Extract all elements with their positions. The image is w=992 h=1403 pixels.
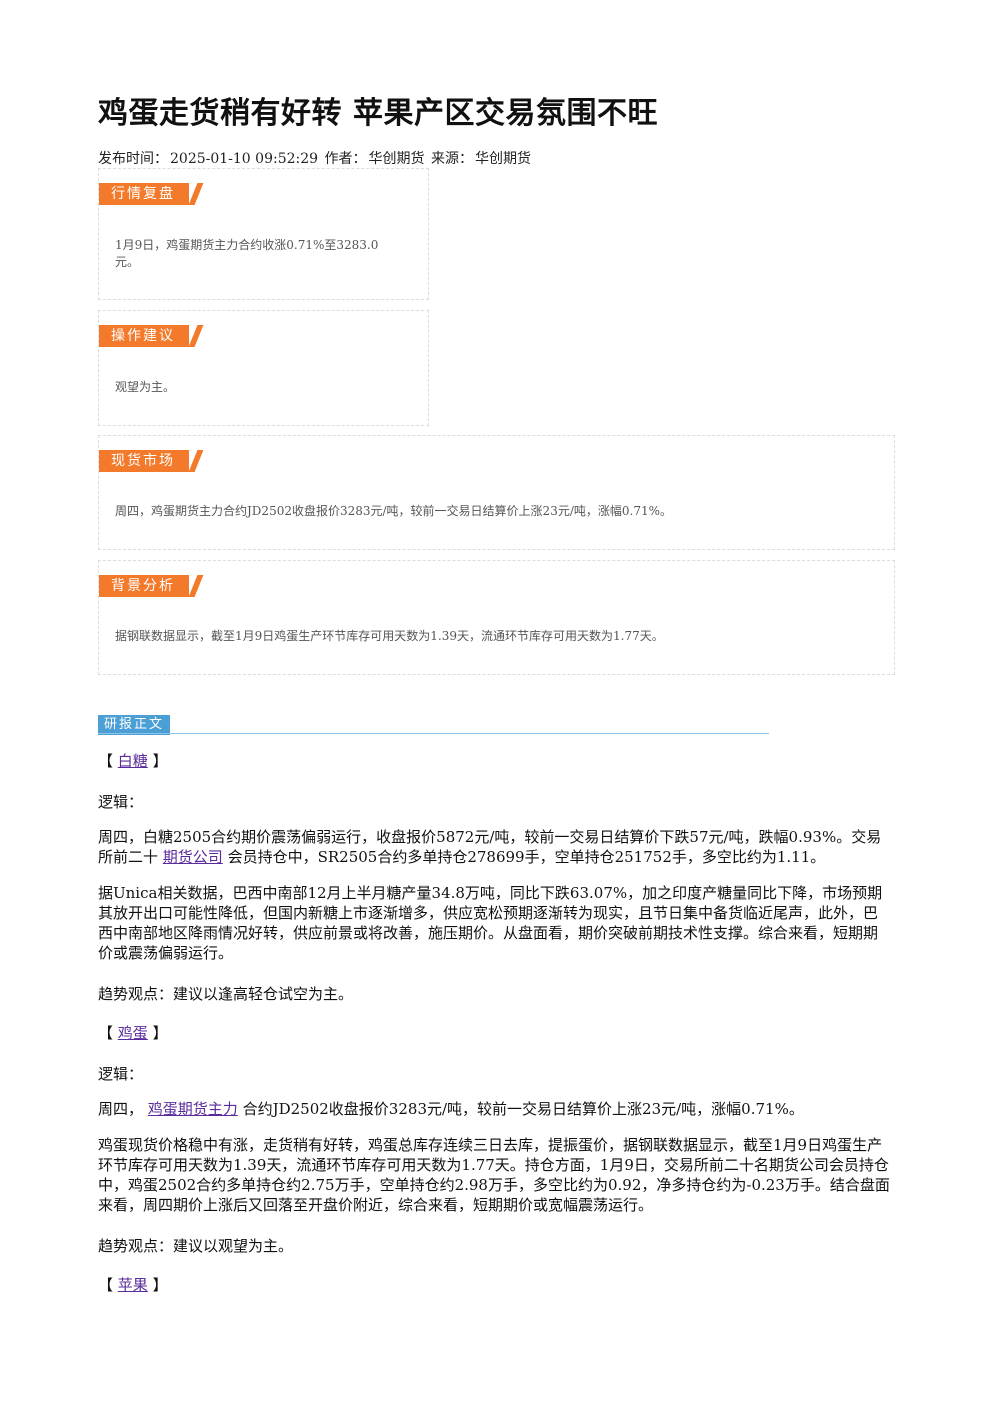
author: 华创期货 (368, 151, 425, 167)
source-label: 来源： (430, 151, 473, 167)
meta-line: 发布时间：2025-01-10 09:52:29 作者：华创期货 来源：华创期货 (98, 148, 533, 168)
apple-link[interactable]: 苹果 (117, 1276, 148, 1294)
sugar-trend: 趋势观点：建议以逢高轻仓试空为主。 (98, 985, 354, 1003)
background-card: 背景分析 据钢联数据显示，截至1月9日鸡蛋生产环节库存可用天数为1.39天，流通… (98, 560, 895, 675)
market-review-card: 行情复盘 1月9日，鸡蛋期货主力合约收涨0.71%至3283.0元。 (98, 168, 429, 300)
operation-text: 观望为主。 (115, 380, 176, 394)
spot-text: 周四，鸡蛋期货主力合约JD2502收盘报价3283元/吨，较前一交易日结算价上涨… (115, 504, 672, 518)
egg-trend: 趋势观点：建议以观望为主。 (98, 1237, 294, 1255)
market-review-label: 行情复盘 (99, 183, 189, 205)
background-label: 背景分析 (99, 575, 189, 597)
apple-heading: 【 苹果 】 (98, 1276, 168, 1294)
author-label: 作者： (324, 151, 367, 167)
sugar-paragraph-2: 据Unica相关数据，巴西中南部12月上半月糖产量34.8万吨，同比下跌63.0… (98, 884, 883, 962)
egg-heading: 【 鸡蛋 】 (98, 1024, 168, 1042)
publish-time: 2025-01-10 09:52:29 (170, 151, 319, 167)
spot-label: 现货市场 (99, 450, 189, 472)
operation-label: 操作建议 (99, 325, 189, 347)
sugar-logic-label: 逻辑： (98, 793, 144, 811)
operation-card: 操作建议 观望为主。 (98, 310, 429, 426)
source: 华创期货 (474, 151, 531, 167)
egg-futures-main-link[interactable]: 鸡蛋期货主力 (147, 1100, 238, 1118)
spot-card: 现货市场 周四，鸡蛋期货主力合约JD2502收盘报价3283元/吨，较前一交易日… (98, 435, 895, 550)
sugar-heading: 【 白糖 】 (98, 752, 168, 770)
market-review-text: 1月9日，鸡蛋期货主力合约收涨0.71%至3283.0元。 (115, 238, 379, 269)
egg-paragraph-2: 鸡蛋现货价格稳中有涨，走货稍有好转，鸡蛋总库存连续三日去库，提振蛋价，据钢联数据… (98, 1136, 890, 1214)
sugar-paragraph-1: 周四，白糖2505合约期价震荡偏弱运行，收盘报价5872元/吨，较前一交易日结算… (98, 828, 882, 866)
futures-company-link[interactable]: 期货公司 (162, 848, 223, 866)
background-text: 据钢联数据显示，截至1月9日鸡蛋生产环节库存可用天数为1.39天，流通环节库存可… (115, 629, 664, 643)
sugar-link[interactable]: 白糖 (117, 752, 148, 770)
egg-link[interactable]: 鸡蛋 (117, 1024, 148, 1042)
egg-logic-label: 逻辑： (98, 1065, 144, 1083)
publish-label: 发布时间： (98, 151, 168, 167)
report-tab: 研报正文 (98, 715, 171, 735)
egg-paragraph-1: 周四， 鸡蛋期货主力 合约JD2502收盘报价3283元/吨，较前一交易日结算价… (98, 1100, 804, 1118)
report-divider (98, 733, 769, 734)
page-title: 鸡蛋走货稍有好转 苹果产区交易氛围不旺 (98, 96, 658, 131)
